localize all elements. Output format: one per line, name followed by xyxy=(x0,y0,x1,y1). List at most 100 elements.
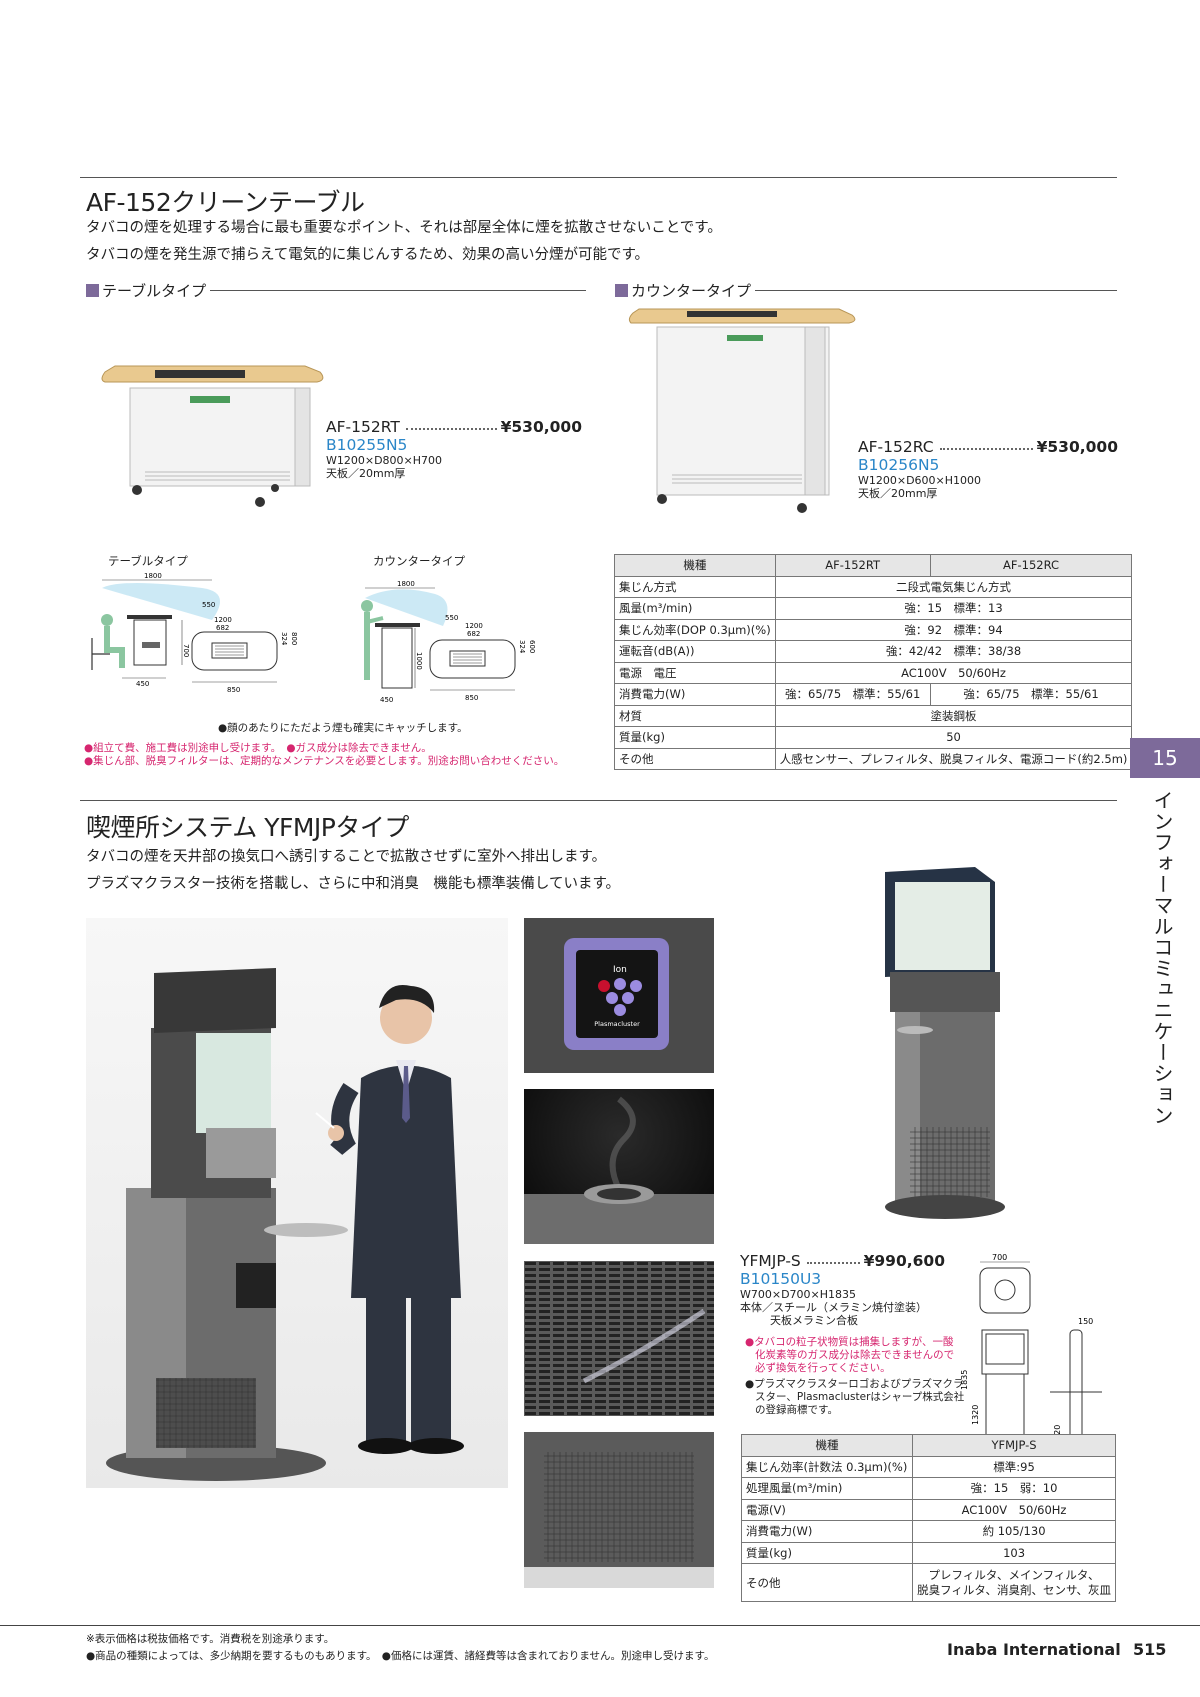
yfmjp-product-image xyxy=(885,867,1005,1219)
dim-1200: 1200 xyxy=(214,616,232,624)
dim-1800: 1800 xyxy=(144,572,162,580)
dim-850: 850 xyxy=(227,686,240,694)
dim-550: 550 xyxy=(202,601,215,609)
table-row: 電源(V)AC100V 50/60Hz xyxy=(740,1498,1116,1521)
plasmacluster-panel-photo: Ion Plasmacluster xyxy=(524,918,714,1073)
price: ¥530,000 xyxy=(500,418,582,436)
section2-rule xyxy=(80,800,1117,801)
product-size: W1200×D600×H1000 xyxy=(858,474,982,487)
desc-line-1: タバコの煙を天井部の換気口へ誘引することで拡散させずに室外へ排出します。 xyxy=(86,849,607,865)
table-row: 質量(kg)103 xyxy=(740,1541,1116,1564)
dim-c-600: 600 xyxy=(528,640,536,653)
dim-450: 450 xyxy=(136,680,149,688)
yfmjp-dimension-diagram: 700 700 1835 1320 150 1020 xyxy=(960,1253,1102,1455)
table-row: その他人感センサー、プレフィルタ、脱臭フィルタ、電源コード(約2.5m) xyxy=(614,747,1133,770)
diagram-label-counter: カウンタータイプ xyxy=(373,554,465,568)
table-row: 風量(m³/min)強：15 標準：13 xyxy=(614,597,1133,620)
plasmacluster-label: Plasmacluster xyxy=(594,1020,640,1028)
price: ¥530,000 xyxy=(1036,438,1118,456)
diagram-caption: ●顔のあたりにただよう煙も確実にキャッチします。 xyxy=(218,722,468,734)
ion-label: Ion xyxy=(613,965,627,975)
top-rule xyxy=(80,177,1117,178)
page-number: 515 xyxy=(1133,1640,1167,1659)
footer-notes: ※表示価格は税抜価格です。消費税を別途承ります。 ●商品の種類によっては、多少納… xyxy=(86,1633,715,1662)
dim-682: 682 xyxy=(216,624,229,632)
table-header-row: 機種 YFMJP-S xyxy=(740,1434,1116,1457)
table-row: 消費電力(W)約 105/130 xyxy=(740,1520,1116,1543)
table-header-row: 機種 AF-152RT AF-152RC xyxy=(614,554,1133,577)
product-rt-info: AF-152RT ¥530,000 B10255N5 W1200×D800×H7… xyxy=(326,418,582,480)
table-row: その他プレフィルタ、メインフィルタ、脱臭フィルタ、消臭剤、センサ、灰皿 xyxy=(740,1563,1116,1602)
table-row: 運転音(dB(A))強：42/42 標準：38/38 xyxy=(614,640,1133,663)
yfmjp-spec-table: 機種 YFMJP-S 集じん効率(計数法 0.3μm)(%)標準:95 処理風量… xyxy=(740,1434,1116,1602)
section1-desc: タバコの煙を処理する場合に最も重要なポイント、それは部屋全体に煙を拡散させないこ… xyxy=(86,215,722,269)
dim-150: 150 xyxy=(1078,1317,1093,1326)
table-type-product-image xyxy=(101,365,324,507)
counter-type-product-image xyxy=(628,308,856,513)
table-row: 材質塗装鋼板 xyxy=(614,704,1133,727)
dim-c-550: 550 xyxy=(445,614,458,622)
dim-c-324: 324 xyxy=(518,640,526,654)
dim-c-1200: 1200 xyxy=(465,622,483,630)
section2-desc: タバコの煙を天井部の換気口へ誘引することで拡散させずに室外へ排出します。 プラズ… xyxy=(86,844,620,898)
dim-1835: 1835 xyxy=(960,1370,969,1390)
section1-notes: ●組立て費、施工費は別途申し受けます。 ●ガス成分は除去できません。 ●集じん部… xyxy=(84,742,564,768)
product-material-top: 天板メラミン合板 xyxy=(770,1314,858,1327)
yfmjp-trademark-notes: ●プラズマクラスターロゴおよびプラズマクラ スター、Plasmaclusterは… xyxy=(745,1378,965,1416)
dim-c-682: 682 xyxy=(467,630,480,638)
desc-line-2: プラズマクラスター技術を搭載し、さらに中和消臭 機能も標準装備しています。 xyxy=(86,876,621,892)
table-type-heading: テーブルタイプ xyxy=(86,280,586,301)
yfmjp-info: YFMJP-S ¥990,600 B10150U3 W700×D700×H183… xyxy=(740,1252,945,1327)
dim-700: 700 xyxy=(182,644,190,657)
chapter-tab: 15 xyxy=(1130,738,1200,778)
price: ¥990,600 xyxy=(863,1252,945,1270)
smoking-booth-photo xyxy=(86,918,508,1488)
note-line: ●集じん部、脱臭フィルターは、定期的なメンテナンスを必要とします。別途お問い合わ… xyxy=(84,755,565,767)
section2-title: 喫煙所システム YFMJPタイプ xyxy=(86,813,409,842)
dim-1320: 1320 xyxy=(971,1405,980,1425)
note-line: ●組立て費、施工費は別途申し受けます。 ●ガス成分は除去できません。 xyxy=(84,742,432,754)
product-code: B10150U3 xyxy=(740,1270,822,1288)
product-code: B10256N5 xyxy=(858,456,940,474)
chapter-vertical-title: インフォーマルコミュニケーション xyxy=(1150,790,1174,1126)
table-row: 集じん効率(計数法 0.3μm)(%)標準:95 xyxy=(740,1455,1116,1478)
dim-324: 324 xyxy=(280,632,288,646)
dim-800: 800 xyxy=(290,632,298,645)
square-bullet-icon xyxy=(615,284,628,297)
af152-spec-table: 機種 AF-152RT AF-152RC 集じん方式二段式電気集じん方式 風量(… xyxy=(614,554,1133,770)
vent-grille-photo xyxy=(524,1261,714,1416)
dim-c-850: 850 xyxy=(465,694,478,702)
product-size: W700×D700×H1835 xyxy=(740,1288,857,1301)
table-type-diagram: 1800 550 700 450 1200 682 324 800 850 xyxy=(91,572,298,694)
footer-brand: Inaba International xyxy=(947,1640,1121,1659)
product-material: 本体／スチール（メラミン焼付塗装） xyxy=(740,1301,927,1314)
product-rc-info: AF-152RC ¥530,000 B10256N5 W1200×D600×H1… xyxy=(858,438,1118,500)
table-row: 集じん方式二段式電気集じん方式 xyxy=(614,575,1133,598)
yfmjp-red-notes: ●タバコの粒子状物質は捕集しますが、一酸 化炭素等のガス成分は除去できませんので… xyxy=(745,1336,955,1374)
diagram-label-table: テーブルタイプ xyxy=(108,554,188,568)
counter-type-heading: カウンタータイプ xyxy=(615,280,1117,301)
table-row: 集じん効率(DOP 0.3μm)(%)強：92 標準：94 xyxy=(614,618,1133,641)
table-row: 処理風量(m³/min)強：15 弱：10 xyxy=(740,1477,1116,1500)
dim-700-side: 700 xyxy=(960,1279,962,1294)
dim-c-450: 450 xyxy=(380,696,393,704)
footer-rule xyxy=(0,1625,1200,1626)
desc-line-2: タバコの煙を発生源で捕らえて電気的に集じんするため、効果の高い分煙が可能です。 xyxy=(86,247,650,263)
dim-700-top: 700 xyxy=(992,1253,1007,1262)
desc-line-1: タバコの煙を処理する場合に最も重要なポイント、それは部屋全体に煙を拡散させないこ… xyxy=(86,220,722,236)
smoke-ashtray-photo xyxy=(524,1089,714,1244)
product-top: 天板／20mm厚 xyxy=(326,467,406,480)
table-row: 質量(kg)50 xyxy=(614,726,1133,749)
dim-c-1800: 1800 xyxy=(397,580,415,588)
counter-type-diagram: 1800 550 1000 450 1200 682 324 600 850 xyxy=(361,580,536,704)
dim-c-1000: 1000 xyxy=(415,652,423,670)
product-top: 天板／20mm厚 xyxy=(858,487,938,500)
model-name: AF-152RC xyxy=(858,438,934,456)
product-size: W1200×D800×H700 xyxy=(326,454,443,467)
model-name: AF-152RT xyxy=(326,418,400,436)
product-code: B10255N5 xyxy=(326,436,408,454)
base-grille-photo xyxy=(524,1432,714,1588)
square-bullet-icon xyxy=(86,284,99,297)
